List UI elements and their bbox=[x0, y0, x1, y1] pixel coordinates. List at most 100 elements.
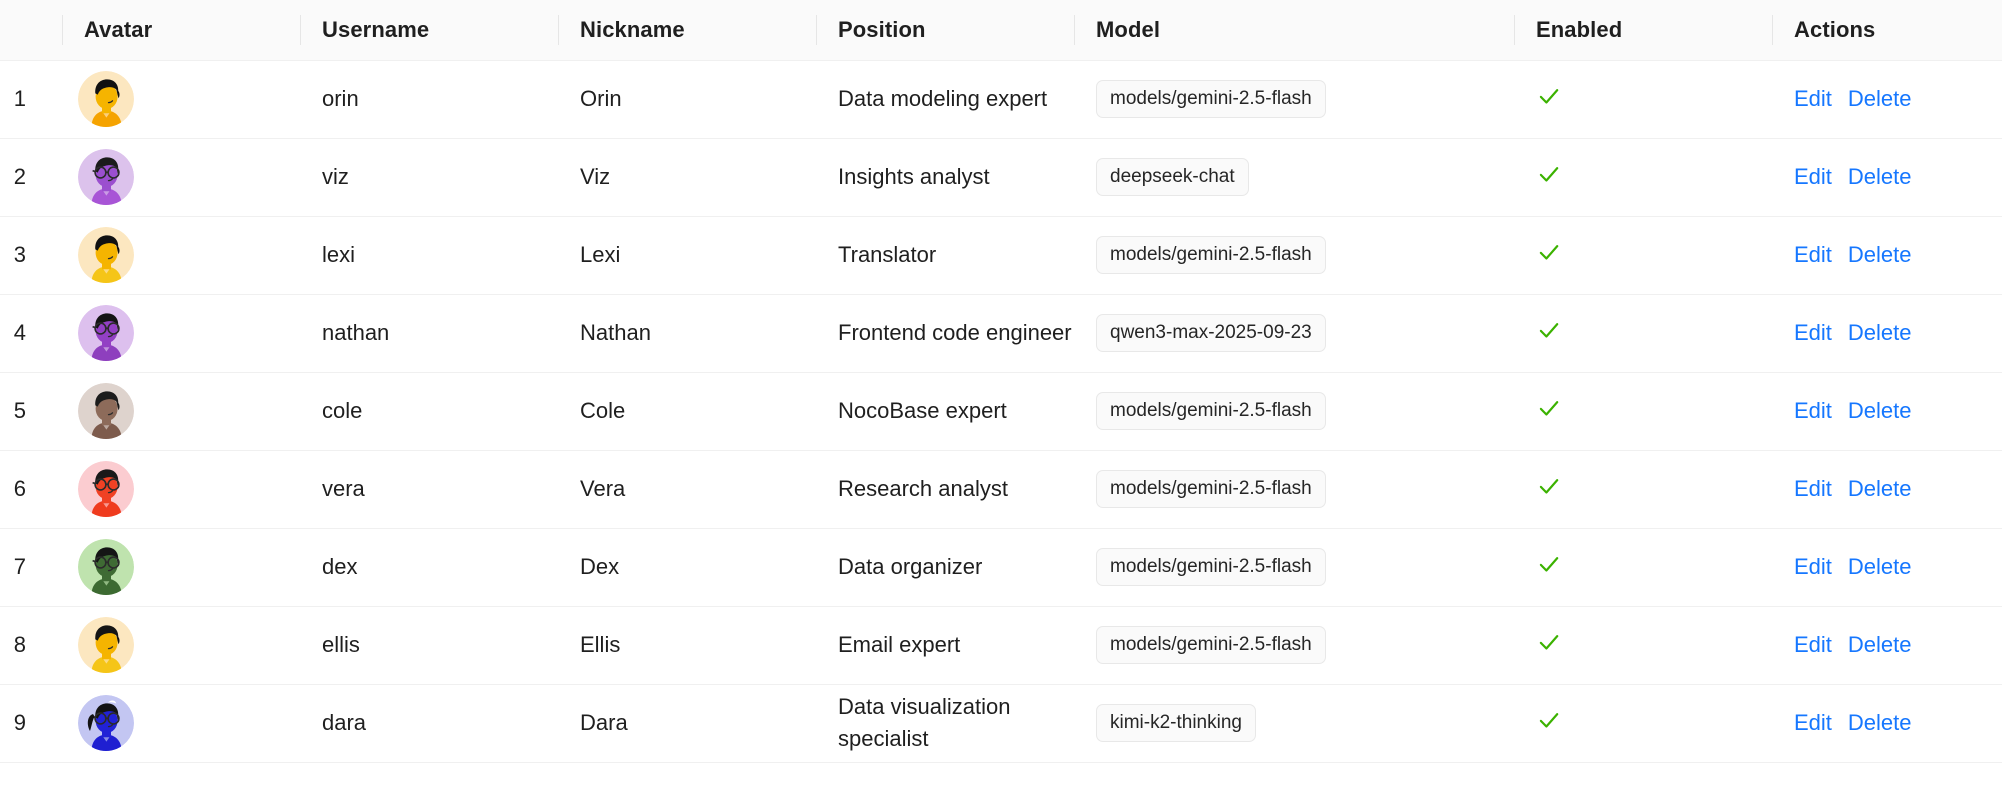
actions-cell: Edit Delete bbox=[1772, 450, 2002, 529]
table-row[interactable]: 7 dex Dex Data organizer models/gemini-2… bbox=[0, 528, 2002, 607]
check-icon bbox=[1536, 629, 1562, 655]
table-header: Avatar Username Nickname Position Model … bbox=[0, 0, 2002, 61]
delete-button[interactable]: Delete bbox=[1847, 398, 1912, 423]
table-row[interactable]: 5 cole Cole NocoBase expert models/gemin… bbox=[0, 372, 2002, 451]
nickname-cell: Ellis bbox=[558, 606, 816, 685]
nickname-cell: Lexi bbox=[558, 216, 816, 295]
model-cell: models/gemini-2.5-flash bbox=[1074, 60, 1514, 139]
table-row[interactable]: 3 lexi Lexi Translator models/gemini-2.5… bbox=[0, 216, 2002, 295]
table-body: 1 orin Orin Data modeling expert models/… bbox=[0, 60, 2002, 763]
edit-button[interactable]: Edit bbox=[1794, 320, 1832, 345]
position-cell: Frontend code engineer bbox=[816, 294, 1074, 373]
edit-button[interactable]: Edit bbox=[1794, 398, 1832, 423]
position-value: Research analyst bbox=[838, 476, 1008, 502]
model-cell: models/gemini-2.5-flash bbox=[1074, 450, 1514, 529]
actions-cell: Edit Delete bbox=[1772, 138, 2002, 217]
username-cell: dara bbox=[300, 684, 558, 763]
nickname-value: Ellis bbox=[580, 632, 621, 658]
table-row[interactable]: 4 nathan Nathan Frontend code engineer q… bbox=[0, 294, 2002, 373]
avatar-cell bbox=[62, 684, 300, 763]
edit-button[interactable]: Edit bbox=[1794, 710, 1832, 735]
avatar-cell bbox=[62, 450, 300, 529]
row-index: 9 bbox=[0, 684, 62, 763]
avatar-cell bbox=[62, 294, 300, 373]
column-header-position-label: Position bbox=[838, 16, 926, 42]
row-index: 1 bbox=[0, 60, 62, 139]
delete-button[interactable]: Delete bbox=[1847, 632, 1912, 657]
model-tag: models/gemini-2.5-flash bbox=[1096, 625, 1326, 665]
delete-button[interactable]: Delete bbox=[1847, 164, 1912, 189]
enabled-cell bbox=[1514, 216, 1772, 295]
nickname-cell: Nathan bbox=[558, 294, 816, 373]
agents-table: Avatar Username Nickname Position Model … bbox=[0, 0, 2002, 763]
position-value: Email expert bbox=[838, 632, 961, 658]
edit-button[interactable]: Edit bbox=[1794, 242, 1832, 267]
model-tag: models/gemini-2.5-flash bbox=[1096, 79, 1326, 119]
username-cell: ellis bbox=[300, 606, 558, 685]
table-row[interactable]: 9 dara Dara Data visualization speciali bbox=[0, 684, 2002, 763]
model-cell: qwen3-max-2025-09-23 bbox=[1074, 294, 1514, 373]
enabled-cell bbox=[1514, 138, 1772, 217]
row-index: 2 bbox=[0, 138, 62, 217]
check-icon bbox=[1536, 473, 1562, 499]
header-row: Avatar Username Nickname Position Model … bbox=[0, 0, 2002, 61]
column-header-username: Username bbox=[300, 0, 558, 61]
column-header-position: Position bbox=[816, 0, 1074, 61]
table-row[interactable]: 6 vera Vera Research analyst models/gemi… bbox=[0, 450, 2002, 529]
column-header-avatar-label: Avatar bbox=[84, 16, 153, 42]
edit-button[interactable]: Edit bbox=[1794, 476, 1832, 501]
column-header-model-label: Model bbox=[1096, 16, 1161, 42]
model-tag: kimi-k2-thinking bbox=[1096, 703, 1256, 743]
nickname-value: Dex bbox=[580, 554, 620, 580]
position-cell: Data visualization specialist bbox=[816, 684, 1074, 763]
nickname-cell: Dex bbox=[558, 528, 816, 607]
actions-cell: Edit Delete bbox=[1772, 372, 2002, 451]
avatar-lexi-icon bbox=[78, 227, 134, 283]
delete-button[interactable]: Delete bbox=[1847, 710, 1912, 735]
avatar-dex-icon bbox=[78, 539, 134, 595]
table-row[interactable]: 8 ellis Ellis Email expert models/gemini… bbox=[0, 606, 2002, 685]
column-header-avatar: Avatar bbox=[62, 0, 300, 61]
model-cell: deepseek-chat bbox=[1074, 138, 1514, 217]
model-tag: models/gemini-2.5-flash bbox=[1096, 547, 1326, 587]
nickname-cell: Dara bbox=[558, 684, 816, 763]
avatar-cole-icon bbox=[78, 383, 134, 439]
delete-button[interactable]: Delete bbox=[1847, 86, 1912, 111]
avatar-viz-icon bbox=[78, 149, 134, 205]
row-index: 5 bbox=[0, 372, 62, 451]
edit-button[interactable]: Edit bbox=[1794, 164, 1832, 189]
actions-cell: Edit Delete bbox=[1772, 294, 2002, 373]
row-index: 3 bbox=[0, 216, 62, 295]
table-row[interactable]: 2 viz Viz Insights analyst deepseek-chat bbox=[0, 138, 2002, 217]
edit-button[interactable]: Edit bbox=[1794, 554, 1832, 579]
position-value: Data organizer bbox=[838, 554, 983, 580]
avatar-orin-icon bbox=[78, 71, 134, 127]
position-cell: Email expert bbox=[816, 606, 1074, 685]
delete-button[interactable]: Delete bbox=[1847, 476, 1912, 501]
delete-button[interactable]: Delete bbox=[1847, 242, 1912, 267]
table-row[interactable]: 1 orin Orin Data modeling expert models/… bbox=[0, 60, 2002, 139]
avatar-cell bbox=[62, 606, 300, 685]
username-value: vera bbox=[322, 476, 365, 502]
delete-button[interactable]: Delete bbox=[1847, 320, 1912, 345]
model-cell: models/gemini-2.5-flash bbox=[1074, 216, 1514, 295]
edit-button[interactable]: Edit bbox=[1794, 86, 1832, 111]
username-cell: orin bbox=[300, 60, 558, 139]
column-header-index bbox=[0, 0, 62, 61]
avatar-cell bbox=[62, 216, 300, 295]
row-index: 7 bbox=[0, 528, 62, 607]
position-cell: Research analyst bbox=[816, 450, 1074, 529]
position-cell: NocoBase expert bbox=[816, 372, 1074, 451]
position-value: Frontend code engineer bbox=[838, 320, 1072, 346]
edit-button[interactable]: Edit bbox=[1794, 632, 1832, 657]
enabled-cell bbox=[1514, 372, 1772, 451]
avatar-cell bbox=[62, 138, 300, 217]
row-index: 4 bbox=[0, 294, 62, 373]
nickname-value: Vera bbox=[580, 476, 626, 502]
delete-button[interactable]: Delete bbox=[1847, 554, 1912, 579]
model-cell: kimi-k2-thinking bbox=[1074, 684, 1514, 763]
position-value: Insights analyst bbox=[838, 164, 990, 190]
username-value: dex bbox=[322, 554, 358, 580]
nickname-value: Lexi bbox=[580, 242, 621, 268]
nickname-value: Cole bbox=[580, 398, 626, 424]
